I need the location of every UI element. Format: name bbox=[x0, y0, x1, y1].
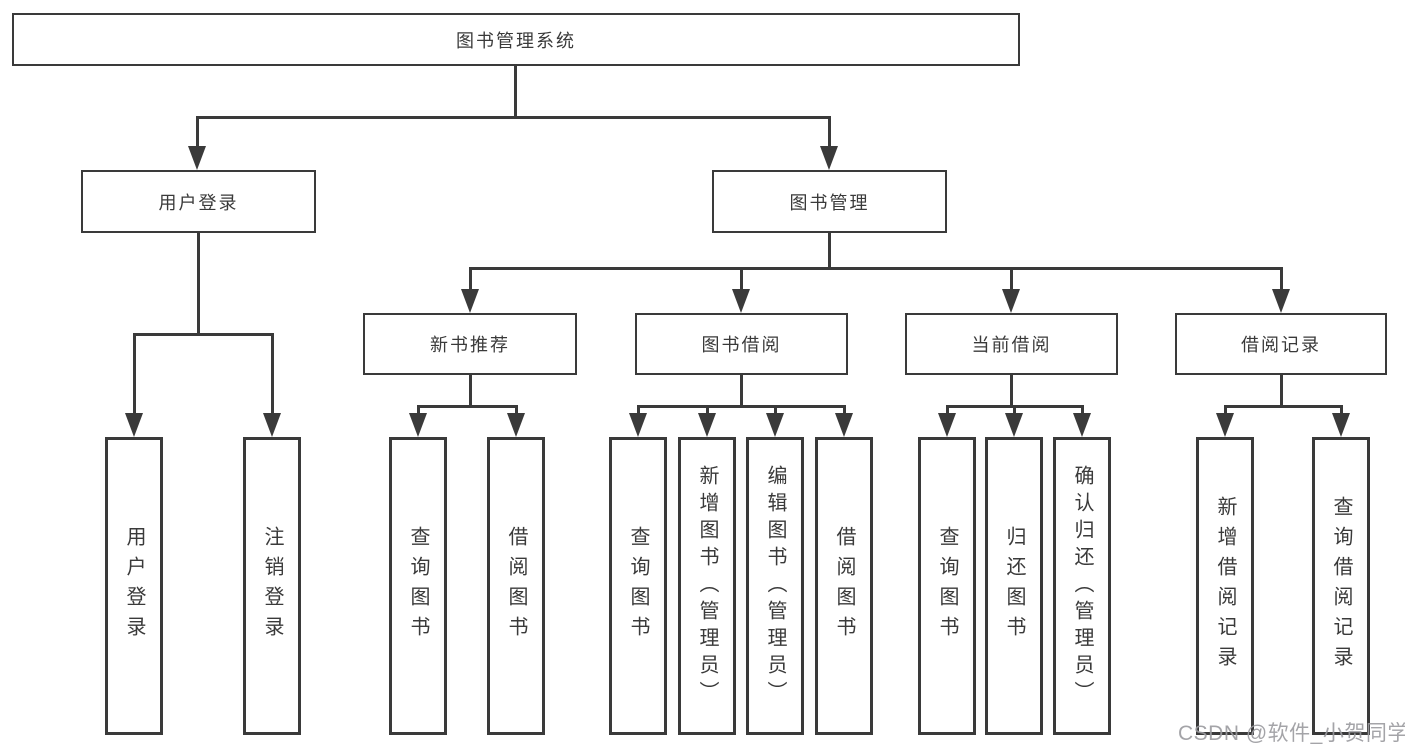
arrowhead-icon bbox=[507, 413, 525, 437]
connector-drop bbox=[271, 333, 274, 417]
arrowhead-icon bbox=[820, 146, 838, 170]
connector-bus-user-login bbox=[133, 333, 274, 336]
connector-stem-borrow-records bbox=[1280, 374, 1283, 408]
leaf-return-books: 归还图书 bbox=[985, 437, 1043, 735]
connector-stem-root bbox=[514, 65, 517, 119]
leaf-logout: 注销登录 bbox=[243, 437, 301, 735]
node-borrow-records: 借阅记录 bbox=[1175, 313, 1387, 375]
leaf-edit-books-admin: 编辑图书（管理员） bbox=[746, 437, 804, 735]
arrowhead-icon bbox=[698, 413, 716, 437]
leaf-query-books-2: 查询图书 bbox=[609, 437, 667, 735]
arrowhead-icon bbox=[629, 413, 647, 437]
node-book-management: 图书管理 bbox=[712, 170, 947, 233]
arrowhead-icon bbox=[125, 413, 143, 437]
arrowhead-icon bbox=[263, 413, 281, 437]
connector-drop bbox=[1010, 267, 1013, 293]
node-book-borrow: 图书借阅 bbox=[635, 313, 848, 375]
node-user-login: 用户登录 bbox=[81, 170, 316, 233]
arrowhead-icon bbox=[409, 413, 427, 437]
arrowhead-icon bbox=[1002, 289, 1020, 313]
connector-stem-new-book bbox=[469, 374, 472, 408]
leaf-user-login: 用户登录 bbox=[105, 437, 163, 735]
connector-bus-book-management bbox=[469, 267, 1283, 270]
connector-drop bbox=[843, 405, 846, 417]
node-root: 图书管理系统 bbox=[12, 13, 1020, 66]
leaf-confirm-return-admin: 确认归还（管理员） bbox=[1053, 437, 1111, 735]
connector-drop bbox=[133, 333, 136, 417]
leaf-query-books-1: 查询图书 bbox=[389, 437, 447, 735]
arrowhead-icon bbox=[732, 289, 750, 313]
arrowhead-icon bbox=[1005, 413, 1023, 437]
connector-drop bbox=[1224, 405, 1227, 417]
arrowhead-icon bbox=[461, 289, 479, 313]
arrowhead-icon bbox=[1216, 413, 1234, 437]
node-new-book-recommend: 新书推荐 bbox=[363, 313, 577, 375]
connector-drop bbox=[706, 405, 709, 417]
connector-drop bbox=[196, 116, 199, 150]
arrowhead-icon bbox=[938, 413, 956, 437]
connector-drop bbox=[515, 405, 518, 417]
connector-drop bbox=[774, 405, 777, 417]
connector-bus-new-book bbox=[417, 405, 518, 408]
connector-drop bbox=[417, 405, 420, 417]
leaf-borrow-books-2: 借阅图书 bbox=[815, 437, 873, 735]
arrowhead-icon bbox=[188, 146, 206, 170]
connector-drop bbox=[740, 267, 743, 293]
arrowhead-icon bbox=[766, 413, 784, 437]
connector-drop bbox=[946, 405, 949, 417]
connector-bus-root bbox=[196, 116, 831, 119]
connector-drop bbox=[469, 267, 472, 293]
connector-bus-book-borrow bbox=[637, 405, 846, 408]
node-current-borrow: 当前借阅 bbox=[905, 313, 1118, 375]
connector-drop bbox=[1280, 267, 1283, 293]
connector-stem-book-management bbox=[828, 232, 831, 270]
connector-stem-user-login bbox=[197, 232, 200, 336]
connector-drop bbox=[1013, 405, 1016, 417]
arrowhead-icon bbox=[1332, 413, 1350, 437]
arrowhead-icon bbox=[1073, 413, 1091, 437]
leaf-query-books-3: 查询图书 bbox=[918, 437, 976, 735]
connector-drop bbox=[1340, 405, 1343, 417]
connector-drop bbox=[1081, 405, 1084, 417]
leaf-borrow-books-1: 借阅图书 bbox=[487, 437, 545, 735]
connector-drop bbox=[828, 116, 831, 150]
arrowhead-icon bbox=[1272, 289, 1290, 313]
arrowhead-icon bbox=[835, 413, 853, 437]
connector-stem-current-borrow bbox=[1010, 374, 1013, 408]
leaf-add-borrow-record: 新增借阅记录 bbox=[1196, 437, 1254, 735]
connector-drop bbox=[637, 405, 640, 417]
connector-stem-book-borrow bbox=[740, 374, 743, 408]
leaf-query-borrow-record: 查询借阅记录 bbox=[1312, 437, 1370, 735]
leaf-add-books-admin: 新增图书（管理员） bbox=[678, 437, 736, 735]
csdn-watermark: CSDN @软件_小贺同学 bbox=[1178, 722, 1405, 745]
connector-bus-borrow-records bbox=[1224, 405, 1343, 408]
